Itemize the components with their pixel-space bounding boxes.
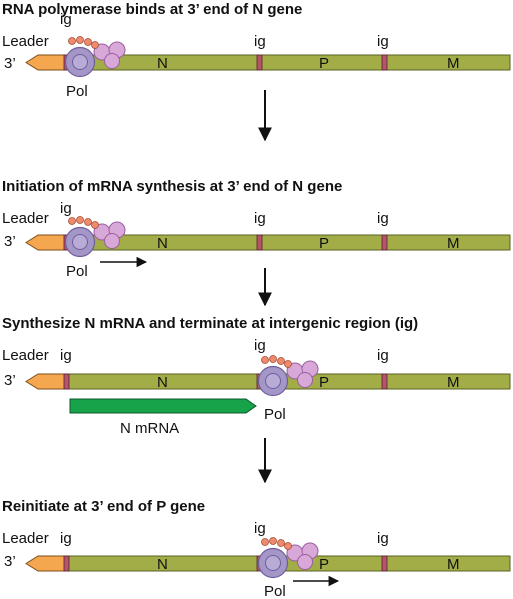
step-3-panel: Leader ig 3’ ig ig N P M Pol N mRNA: [2, 337, 511, 437]
step-1-panel: Leader 3’ ig ig ig N P M Pol: [2, 11, 511, 100]
ig-label: ig: [254, 210, 266, 227]
gene-p-label: P: [319, 374, 329, 391]
three-prime-label: 3’: [4, 233, 16, 250]
step-1-title: RNA polymerase binds at 3’ end of N gene: [2, 1, 302, 18]
ig-label: ig: [254, 33, 266, 50]
ig-marker: [381, 373, 388, 390]
ig-label: ig: [377, 33, 389, 50]
step-4-title: Reinitiate at 3’ end of P gene: [2, 498, 205, 515]
ig-marker: [381, 54, 388, 71]
ig-marker: [63, 555, 70, 572]
rna-polymerase: [257, 537, 319, 579]
leader-label: Leader: [2, 347, 49, 364]
step-4-panel: Leader ig 3’ ig ig N P M Pol: [2, 520, 511, 599]
ig-marker: [256, 234, 263, 251]
ig-marker: [256, 54, 263, 71]
gene-p-label: P: [319, 556, 329, 573]
leader-label: Leader: [2, 33, 49, 50]
gene-m-label: M: [447, 55, 460, 72]
n-mrna-label: N mRNA: [120, 420, 179, 437]
leader-region: [25, 555, 67, 572]
pol-label: Pol: [66, 263, 88, 280]
step-3-title: Synthesize N mRNA and terminate at inter…: [2, 315, 418, 332]
rna-polymerase: [64, 216, 126, 258]
ig-marker: [63, 373, 70, 390]
ig-label: ig: [60, 347, 72, 364]
rna-polymerase: [257, 355, 319, 397]
rna-template-strand: [65, 234, 511, 251]
step-2-title: Initiation of mRNA synthesis at 3’ end o…: [2, 178, 342, 195]
ig-label: ig: [60, 11, 72, 28]
pol-label: Pol: [264, 406, 286, 423]
gene-n-label: N: [157, 374, 168, 391]
gene-m-label: M: [447, 374, 460, 391]
three-prime-label: 3’: [4, 372, 16, 389]
gene-p-label: P: [319, 55, 329, 72]
gene-n-label: N: [157, 556, 168, 573]
leader-label: Leader: [2, 530, 49, 547]
ig-label: ig: [60, 200, 72, 217]
leader-region: [25, 373, 67, 390]
leader-label: Leader: [2, 210, 49, 227]
pol-label: Pol: [66, 83, 88, 100]
leader-region: [25, 54, 67, 71]
n-mrna-product: [69, 398, 257, 414]
pol-label: Pol: [264, 583, 286, 599]
ig-label: ig: [60, 530, 72, 547]
ig-marker: [381, 234, 388, 251]
ig-label: ig: [377, 530, 389, 547]
gene-m-label: M: [447, 556, 460, 573]
ig-label: ig: [377, 347, 389, 364]
three-prime-label: 3’: [4, 55, 16, 72]
leader-region: [25, 234, 67, 251]
gene-n-label: N: [157, 55, 168, 72]
ig-label: ig: [254, 520, 266, 537]
gene-p-label: P: [319, 235, 329, 252]
gene-n-label: N: [157, 235, 168, 252]
three-prime-label: 3’: [4, 553, 16, 570]
ig-label: ig: [377, 210, 389, 227]
rna-polymerase: [64, 36, 126, 78]
ig-marker: [381, 555, 388, 572]
gene-m-label: M: [447, 235, 460, 252]
ig-label: ig: [254, 337, 266, 354]
rna-template-strand: [65, 54, 511, 71]
step-2-panel: Leader 3’ ig ig ig N P M Pol: [2, 200, 511, 280]
